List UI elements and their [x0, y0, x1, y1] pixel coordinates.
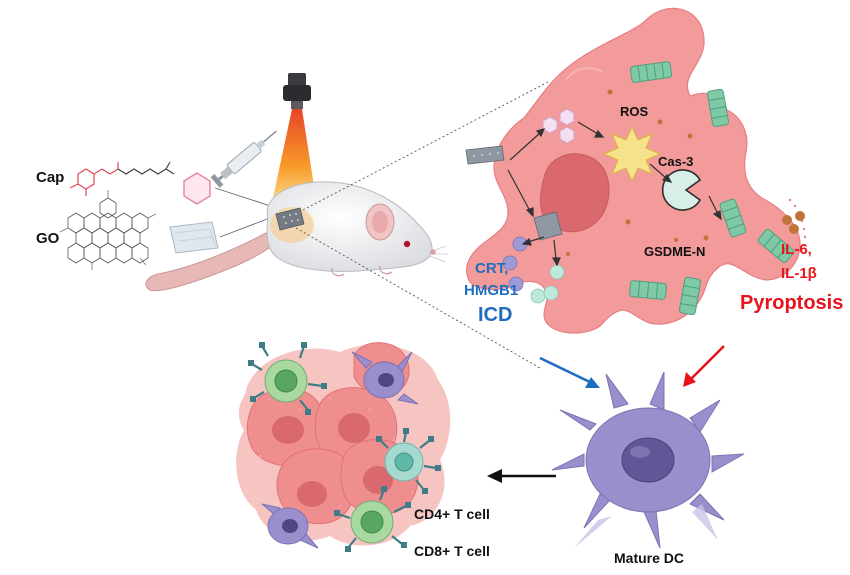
mature-dc-label: Mature DC: [614, 550, 684, 566]
pyroptosis-to-dc-arrow: [683, 346, 724, 387]
graphene-oxide-sheet-icon: [170, 222, 218, 253]
ros-label: ROS: [620, 105, 648, 120]
cas3-label: Cas-3: [658, 155, 693, 170]
cap-label: Cap: [36, 169, 64, 186]
ros-star-icon: [604, 127, 660, 181]
pyroptosis-label: Pyroptosis: [740, 292, 843, 315]
laser-device-icon: [283, 73, 311, 109]
cd8-label: CD8+ T cell: [414, 543, 490, 559]
cap-hexagon-icon: [184, 173, 210, 204]
cd4-t-cell: [385, 443, 423, 481]
il1b-label: IL-1β: [781, 265, 817, 282]
icd-label: ICD: [478, 304, 512, 327]
cd8-t-cell-top: [265, 360, 307, 402]
gsdme-label: GSDME-N: [644, 245, 705, 260]
il6-label: IL-6,: [781, 241, 812, 258]
go-label: GO: [36, 230, 59, 247]
dc-to-tcell-arrow: [487, 469, 556, 483]
cd8-t-cell-bottom: [351, 501, 393, 543]
hmgb1-label: HMGB1: [464, 282, 518, 299]
capsaicin-structure: [70, 162, 174, 196]
graphene-oxide-structure: [60, 190, 156, 270]
cd4-label: CD4+ T cell: [414, 506, 490, 522]
syringe-icon: [211, 126, 281, 188]
crt-label: CRT,: [475, 260, 508, 277]
icd-to-dc-arrow: [540, 358, 600, 388]
mature-dendritic-cell: [552, 372, 744, 548]
